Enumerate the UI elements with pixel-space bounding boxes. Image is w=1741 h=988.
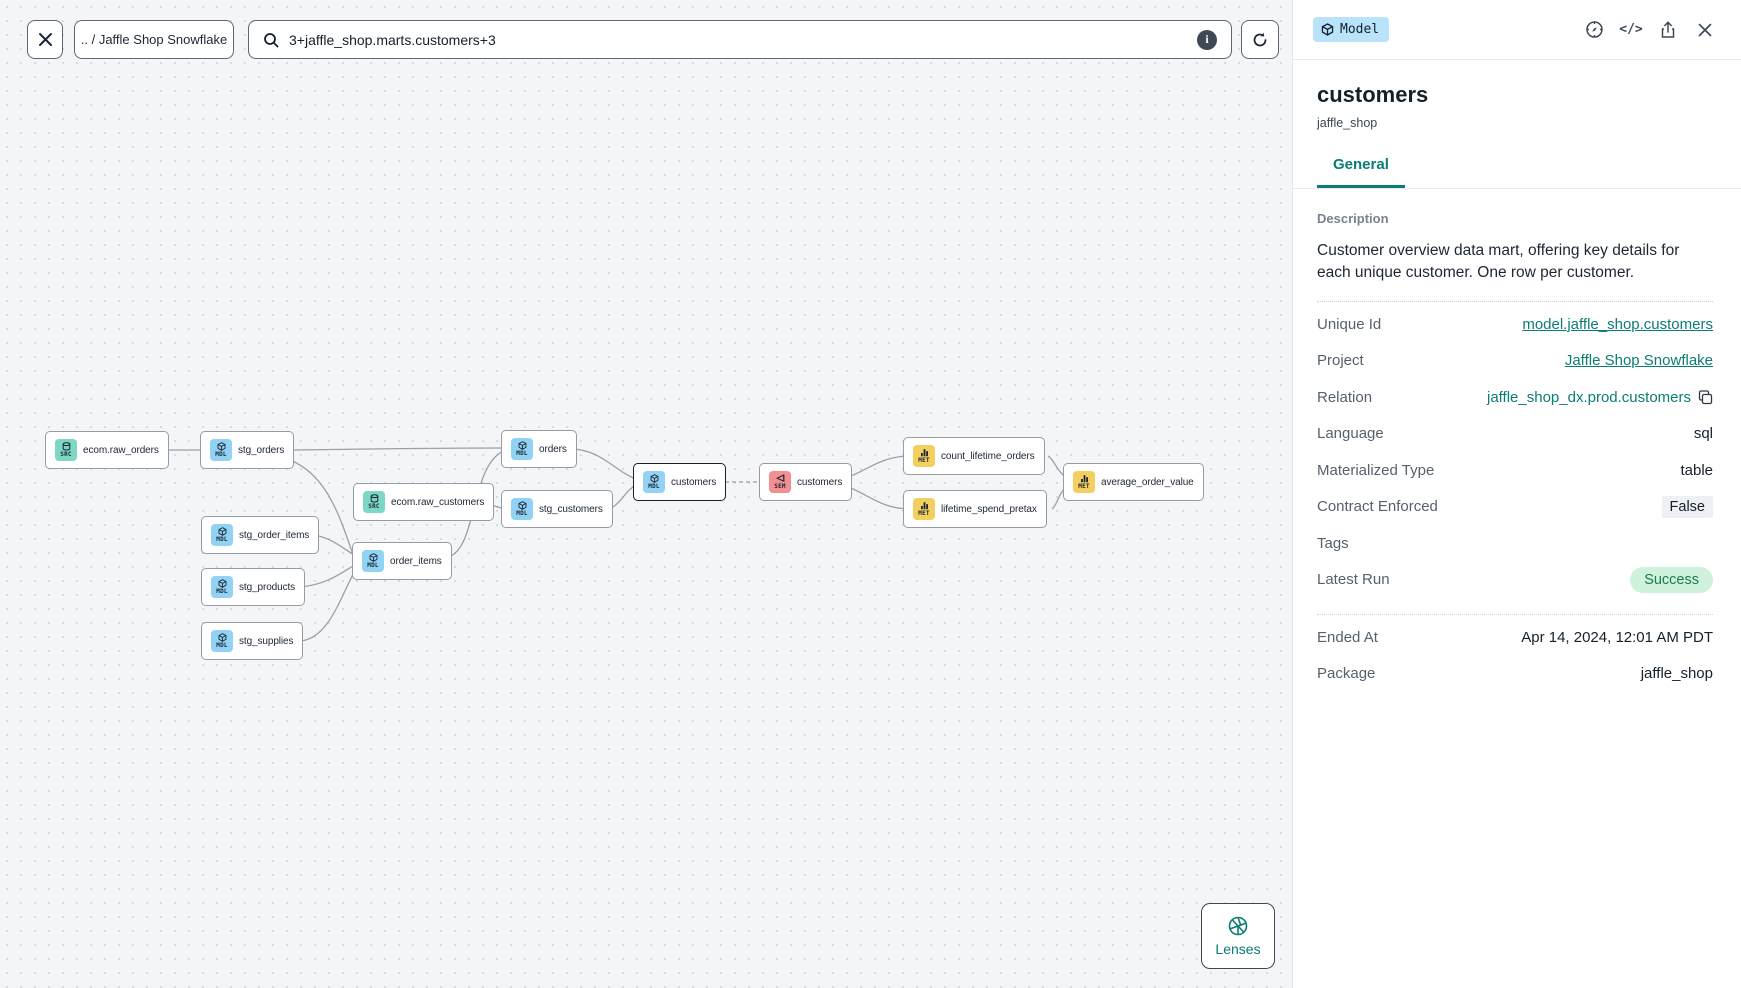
- field-row-project: Project Jaffle Shop Snowflake: [1317, 352, 1713, 370]
- model-cube-icon: MDL: [211, 630, 233, 652]
- model-cube-icon: MDL: [210, 439, 232, 461]
- tab-general[interactable]: General: [1317, 156, 1405, 188]
- status-badge: Success: [1630, 566, 1713, 593]
- graph-node-count_lifetime_orders[interactable]: MET count_lifetime_orders: [903, 437, 1045, 475]
- resource-type-badge: Model: [1313, 17, 1390, 42]
- resource-type-label: Model: [1340, 22, 1380, 37]
- code-icon[interactable]: </>: [1619, 22, 1643, 37]
- field-row-materialized-type: Materialized Type table: [1317, 461, 1713, 479]
- description-label: Description: [1317, 211, 1389, 226]
- graph-node-ecom.raw_orders[interactable]: SRC ecom.raw_orders: [45, 431, 169, 469]
- metric-chart-icon: MET: [1073, 471, 1095, 493]
- unique-id-link[interactable]: model.jaffle_shop.customers: [1522, 315, 1713, 333]
- field-row-package: Package jaffle_shop: [1317, 665, 1713, 683]
- close-lineage-button[interactable]: [27, 20, 63, 59]
- node-label: stg_supplies: [239, 635, 294, 647]
- relation-value: jaffle_shop_dx.prod.customers: [1486, 388, 1691, 406]
- field-row-language: Language sql: [1317, 425, 1713, 443]
- breadcrumb-label: .. / Jaffle Shop Snowflake: [80, 32, 228, 47]
- metric-chart-icon: MET: [913, 445, 935, 467]
- graph-node-stg_customers[interactable]: MDL stg_customers: [501, 490, 613, 528]
- node-label: lifetime_spend_pretax: [941, 503, 1037, 515]
- node-label: customers: [797, 476, 843, 488]
- semantic-model-icon: SEM: [769, 471, 791, 493]
- lenses-button[interactable]: Lenses: [1201, 903, 1275, 969]
- field-row-tags: Tags: [1317, 534, 1349, 552]
- page-title: customers: [1317, 82, 1429, 107]
- node-label: ecom.raw_orders: [83, 444, 159, 456]
- source-database-icon: SRC: [55, 439, 77, 461]
- refresh-icon: [1251, 31, 1269, 49]
- ended-at-value: Apr 14, 2024, 12:01 AM PDT: [1521, 628, 1713, 646]
- graph-node-average_order_value[interactable]: MET average_order_value: [1063, 463, 1204, 501]
- search-icon: [263, 32, 279, 48]
- node-label: stg_customers: [539, 503, 603, 515]
- model-cube-icon: MDL: [511, 438, 533, 460]
- graph-node-stg_products[interactable]: MDL stg_products: [201, 568, 306, 606]
- graph-node-stg_order_items[interactable]: MDL stg_order_items: [201, 516, 320, 554]
- field-row-unique-id: Unique Id model.jaffle_shop.customers: [1317, 315, 1713, 333]
- node-label: stg_order_items: [239, 529, 310, 541]
- node-label: customers: [671, 476, 717, 488]
- share-icon[interactable]: [1658, 20, 1678, 40]
- close-icon: [38, 32, 53, 47]
- lenses-aperture-icon: [1227, 915, 1249, 937]
- graph-node-stg_supplies[interactable]: MDL stg_supplies: [201, 622, 304, 660]
- cube-icon: [1321, 23, 1334, 36]
- graph-node-customers[interactable]: MDL customers: [633, 463, 727, 501]
- graph-node-customers-semantic[interactable]: SEM customers: [759, 463, 853, 501]
- explore-compass-icon[interactable]: [1584, 20, 1604, 40]
- refresh-button[interactable]: [1241, 20, 1279, 59]
- graph-node-stg_orders[interactable]: MDL stg_orders: [200, 431, 295, 469]
- divider: [1317, 300, 1713, 302]
- node-label: order_items: [390, 555, 442, 567]
- divider: [1317, 613, 1713, 615]
- package-subtitle: jaffle_shop: [1317, 116, 1378, 130]
- graph-node-ecom.raw_customers[interactable]: SRC ecom.raw_customers: [353, 483, 495, 521]
- search-input[interactable]: [289, 31, 1187, 48]
- model-cube-icon: MDL: [511, 498, 533, 520]
- node-label: average_order_value: [1101, 476, 1194, 488]
- project-link[interactable]: Jaffle Shop Snowflake: [1564, 352, 1713, 370]
- package-value: jaffle_shop: [1640, 665, 1713, 683]
- panel-tabs: General: [1293, 156, 1741, 189]
- info-icon[interactable]: i: [1197, 29, 1217, 50]
- model-cube-icon: MDL: [362, 550, 384, 572]
- contract-enforced-badge: False: [1661, 495, 1713, 518]
- node-label: orders: [539, 443, 567, 455]
- lineage-search[interactable]: i: [248, 20, 1232, 59]
- node-label: count_lifetime_orders: [941, 450, 1035, 462]
- lenses-label: Lenses: [1215, 941, 1261, 957]
- graph-node-lifetime_spend_pretax[interactable]: MET lifetime_spend_pretax: [903, 490, 1047, 528]
- model-cube-icon: MDL: [643, 471, 665, 493]
- copy-icon[interactable]: [1698, 390, 1713, 405]
- source-database-icon: SRC: [363, 491, 385, 513]
- lineage-edges: [150, 447, 1069, 642]
- model-cube-icon: MDL: [211, 576, 233, 598]
- lineage-canvas[interactable]: .. / Jaffle Shop Snowflake i Lenses SRC e…: [0, 0, 1292, 988]
- details-panel: Model </> customers jaffle_shop General …: [1292, 0, 1741, 988]
- model-cube-icon: MDL: [211, 524, 233, 546]
- breadcrumb[interactable]: .. / Jaffle Shop Snowflake: [74, 20, 234, 59]
- field-row-relation: Relation jaffle_shop_dx.prod.customers: [1317, 379, 1713, 416]
- description-text: Customer overview data mart, offering ke…: [1317, 242, 1680, 282]
- node-label: ecom.raw_customers: [391, 496, 485, 508]
- graph-node-order_items[interactable]: MDL order_items: [352, 542, 452, 580]
- field-row-ended-at: Ended At Apr 14, 2024, 12:01 AM PDT: [1317, 628, 1713, 646]
- close-panel-icon[interactable]: [1695, 20, 1715, 40]
- panel-header: Model </>: [1293, 0, 1741, 60]
- metric-chart-icon: MET: [913, 498, 935, 520]
- field-row-contract-enforced: Contract Enforced False: [1317, 488, 1713, 525]
- field-row-latest-run: Latest Run Success: [1317, 561, 1713, 598]
- node-label: stg_orders: [238, 444, 285, 456]
- materialized-type-value: table: [1680, 461, 1713, 479]
- node-label: stg_products: [239, 581, 296, 593]
- language-value: sql: [1693, 425, 1713, 443]
- graph-node-orders[interactable]: MDL orders: [501, 430, 577, 468]
